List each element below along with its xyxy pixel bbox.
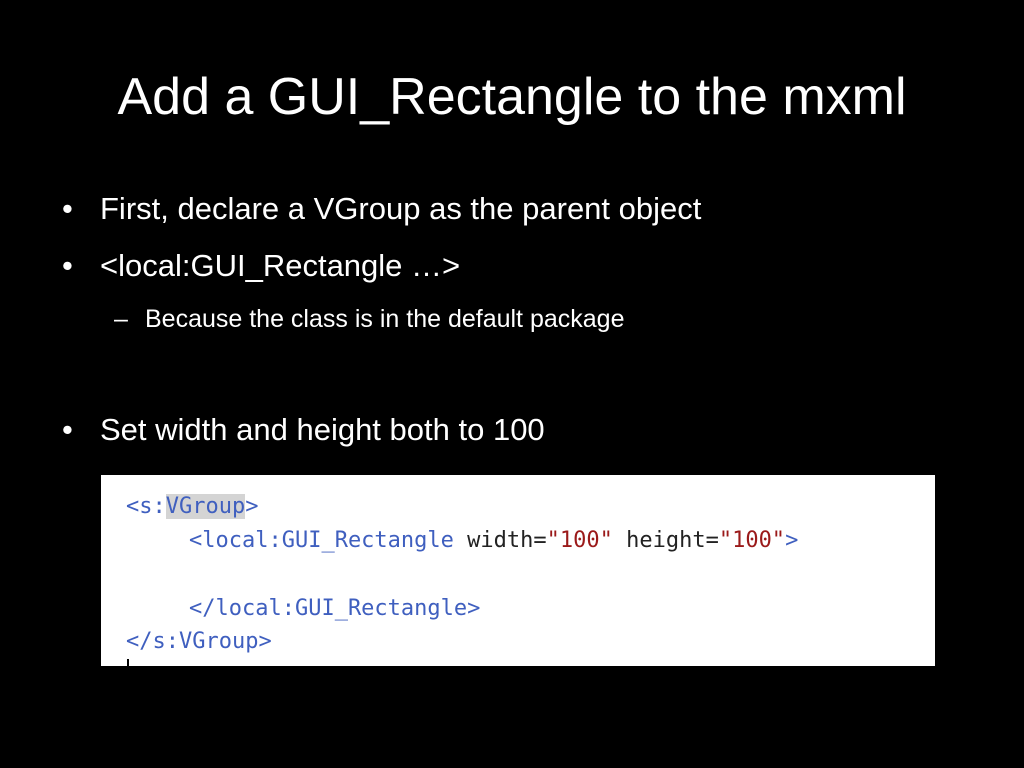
bullet-text: <local:GUI_Rectangle …> <box>100 248 461 283</box>
code-tag: <local:GUI_Rectangle <box>189 528 454 553</box>
code-line: <local:GUI_Rectangle width="100" height=… <box>189 526 798 556</box>
bullet-text: First, declare a VGroup as the parent ob… <box>100 191 702 226</box>
code-line: <s:VGroup> <box>126 492 258 522</box>
sub-bullet-item: –Because the class is in the default pac… <box>114 302 624 336</box>
code-tag: > <box>785 528 799 553</box>
code-line: </s:VGroup> <box>126 629 272 654</box>
bullet-text: Set width and height both to 100 <box>100 412 545 447</box>
bullet-item: • First, declare a VGroup as the parent o… <box>62 189 701 229</box>
code-attribute: width= <box>453 528 547 553</box>
sub-bullet-text: Because the class is in the default pack… <box>145 305 625 333</box>
bullet-item: • Set width and height both to 100 <box>62 410 545 450</box>
code-screenshot: <s:VGroup> <local:GUI_Rectangle width="1… <box>101 475 935 666</box>
bullet-marker: • <box>62 191 73 226</box>
slide-title: Add a GUI_Rectangle to the mxml <box>117 68 907 126</box>
code-value: "100" <box>546 528 613 553</box>
text-caret <box>127 659 129 666</box>
code-value: "100" <box>718 528 786 553</box>
code-attribute: height= <box>612 528 719 553</box>
bullet-marker: • <box>62 248 73 283</box>
sub-bullet-marker: – <box>114 305 128 333</box>
bullet-marker: • <box>62 412 73 447</box>
code-tag: > <box>245 494 259 519</box>
code-line: </local:GUI_Rectangle> <box>189 596 481 621</box>
bullet-item: • <local:GUI_Rectangle …> <box>62 246 460 286</box>
code-tag: <s: <box>126 494 166 519</box>
code-tag-name: VGroup <box>165 494 246 519</box>
